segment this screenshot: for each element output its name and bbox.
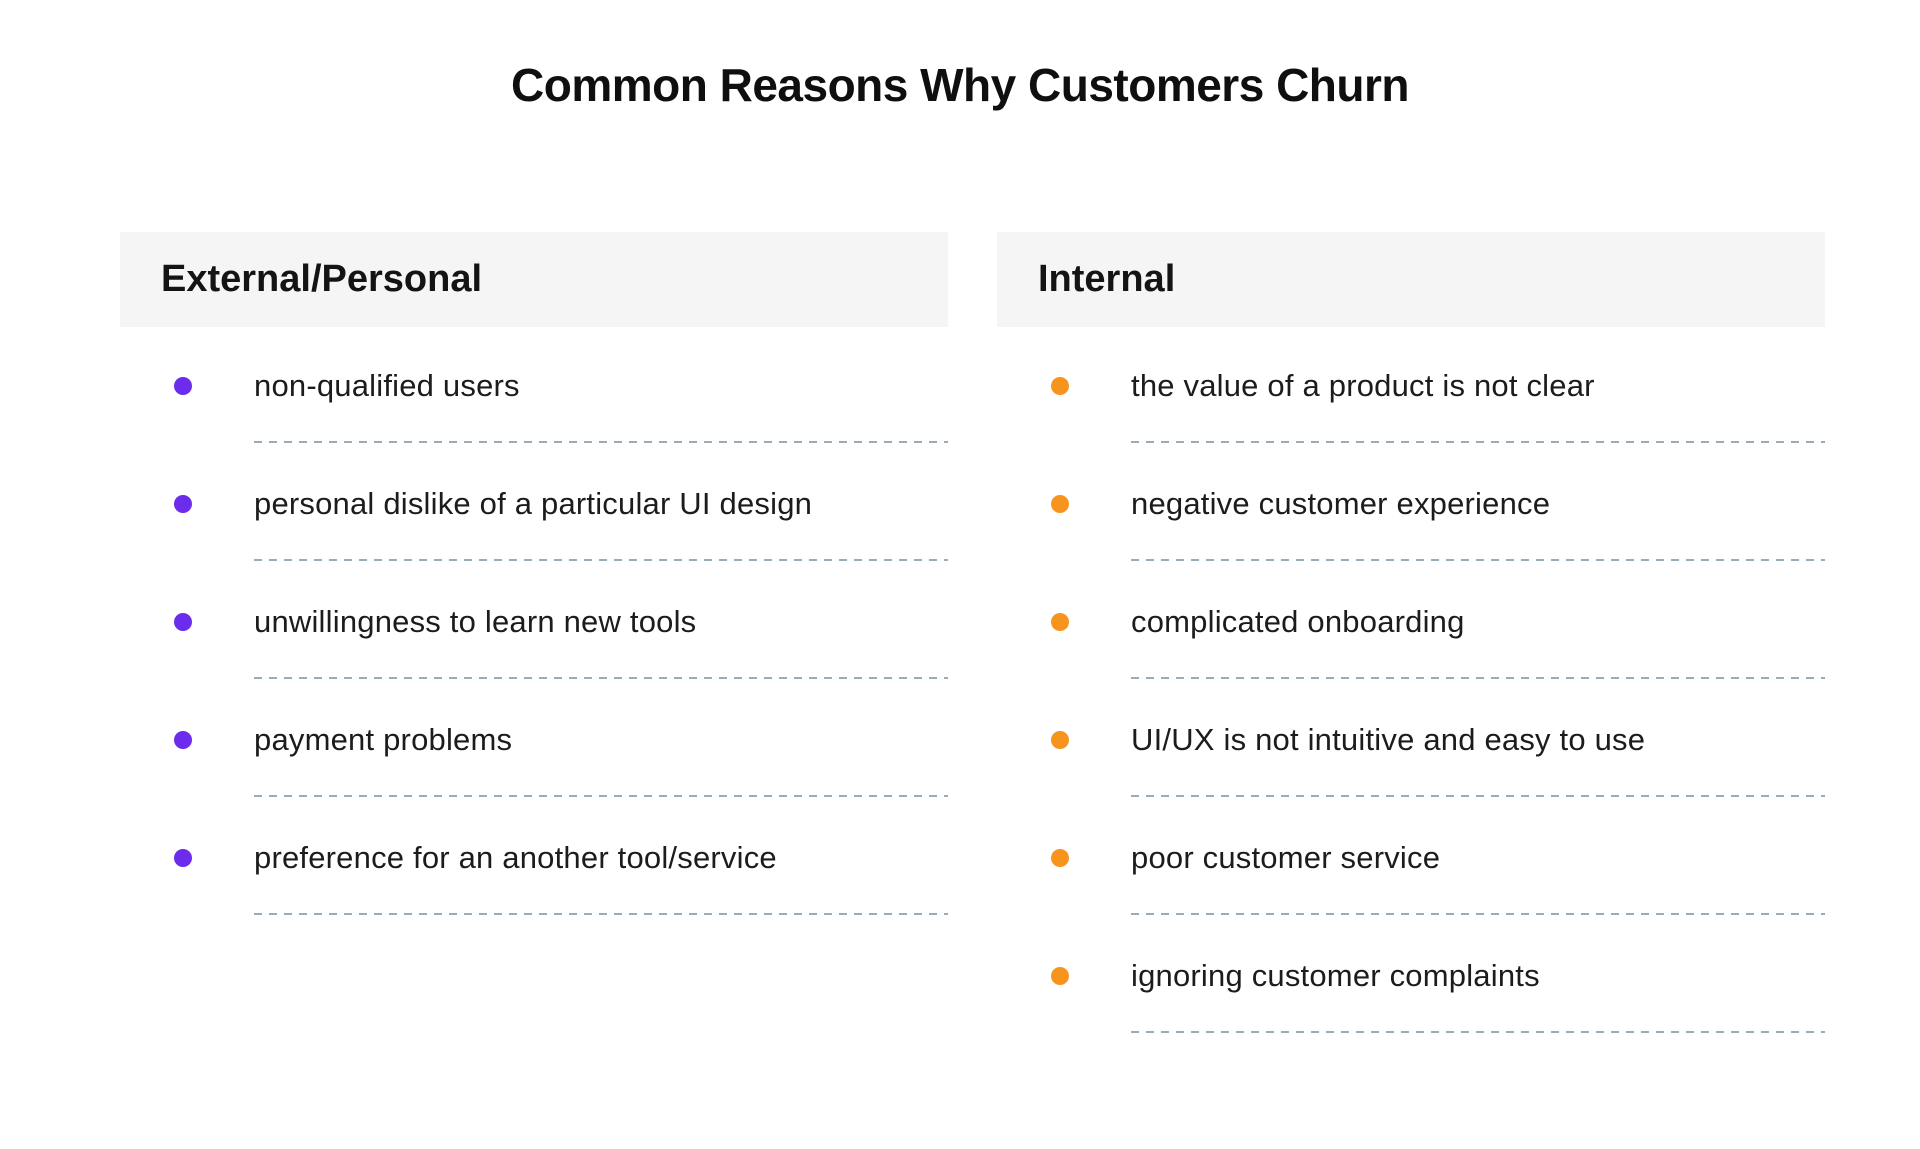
list-item-label: complicated onboarding xyxy=(1131,604,1465,639)
list-item-label: preference for an another tool/service xyxy=(254,840,777,875)
dashed-divider xyxy=(1131,913,1825,915)
list-item: complicated onboarding xyxy=(997,590,1825,708)
bullet-icon xyxy=(1051,377,1069,395)
list-item-line: unwillingness to learn new tools xyxy=(120,590,948,654)
dashed-divider xyxy=(254,441,948,443)
bullet-icon xyxy=(1051,495,1069,513)
list-item: the value of a product is not clear xyxy=(997,354,1825,472)
column-header-label: Internal xyxy=(1038,258,1176,300)
list-item-line: non-qualified users xyxy=(120,354,948,418)
list-item-label: UI/UX is not intuitive and easy to use xyxy=(1131,722,1646,757)
list-item-line: the value of a product is not clear xyxy=(997,354,1825,418)
list-item: UI/UX is not intuitive and easy to use xyxy=(997,708,1825,826)
bullet-icon xyxy=(174,495,192,513)
list-item: poor customer service xyxy=(997,826,1825,944)
list-item-line: personal dislike of a particular UI desi… xyxy=(120,472,948,536)
rows: non-qualified users personal dislike of … xyxy=(120,354,948,944)
bullet-icon xyxy=(174,849,192,867)
columns: External/Personal non-qualified users pe… xyxy=(120,232,1825,1062)
bullet-icon xyxy=(174,613,192,631)
list-item-label: the value of a product is not clear xyxy=(1131,368,1595,403)
rows: the value of a product is not clear nega… xyxy=(997,354,1825,1062)
bullet-icon xyxy=(1051,849,1069,867)
column-header-label: External/Personal xyxy=(161,258,483,300)
dashed-divider xyxy=(254,677,948,679)
dashed-divider xyxy=(254,913,948,915)
list-item-line: poor customer service xyxy=(997,826,1825,890)
page-title: Common Reasons Why Customers Churn xyxy=(511,59,1410,111)
column-internal: Internal the value of a product is not c… xyxy=(997,232,1825,1062)
list-item-label: non-qualified users xyxy=(254,368,520,403)
dashed-divider xyxy=(254,795,948,797)
column-external-personal: External/Personal non-qualified users pe… xyxy=(120,232,948,1062)
dashed-divider xyxy=(254,559,948,561)
bullet-icon xyxy=(1051,967,1069,985)
list-item: non-qualified users xyxy=(120,354,948,472)
bullet-icon xyxy=(174,731,192,749)
dashed-divider xyxy=(1131,1031,1825,1033)
list-item-label: personal dislike of a particular UI desi… xyxy=(254,486,813,521)
list-item-label: negative customer experience xyxy=(1131,486,1551,521)
list-item: payment problems xyxy=(120,708,948,826)
list-item: ignoring customer complaints xyxy=(997,944,1825,1062)
bullet-icon xyxy=(1051,613,1069,631)
list-item-label: unwillingness to learn new tools xyxy=(254,604,697,639)
column-header: External/Personal xyxy=(120,232,948,327)
dashed-divider xyxy=(1131,795,1825,797)
list-item-label: ignoring customer complaints xyxy=(1131,958,1540,993)
list-item: personal dislike of a particular UI desi… xyxy=(120,472,948,590)
list-item-line: ignoring customer complaints xyxy=(997,944,1825,1008)
list-item: preference for an another tool/service xyxy=(120,826,948,944)
list-item-line: negative customer experience xyxy=(997,472,1825,536)
list-item-line: complicated onboarding xyxy=(997,590,1825,654)
list-item-label: poor customer service xyxy=(1131,840,1441,875)
bullet-icon xyxy=(1051,731,1069,749)
list-item-line: payment problems xyxy=(120,708,948,772)
list-item-label: payment problems xyxy=(254,722,513,757)
list-item: unwillingness to learn new tools xyxy=(120,590,948,708)
dashed-divider xyxy=(1131,441,1825,443)
column-header: Internal xyxy=(997,232,1825,327)
list-item-line: preference for an another tool/service xyxy=(120,826,948,890)
list-item: negative customer experience xyxy=(997,472,1825,590)
bullet-icon xyxy=(174,377,192,395)
dashed-divider xyxy=(1131,677,1825,679)
dashed-divider xyxy=(1131,559,1825,561)
list-item-line: UI/UX is not intuitive and easy to use xyxy=(997,708,1825,772)
